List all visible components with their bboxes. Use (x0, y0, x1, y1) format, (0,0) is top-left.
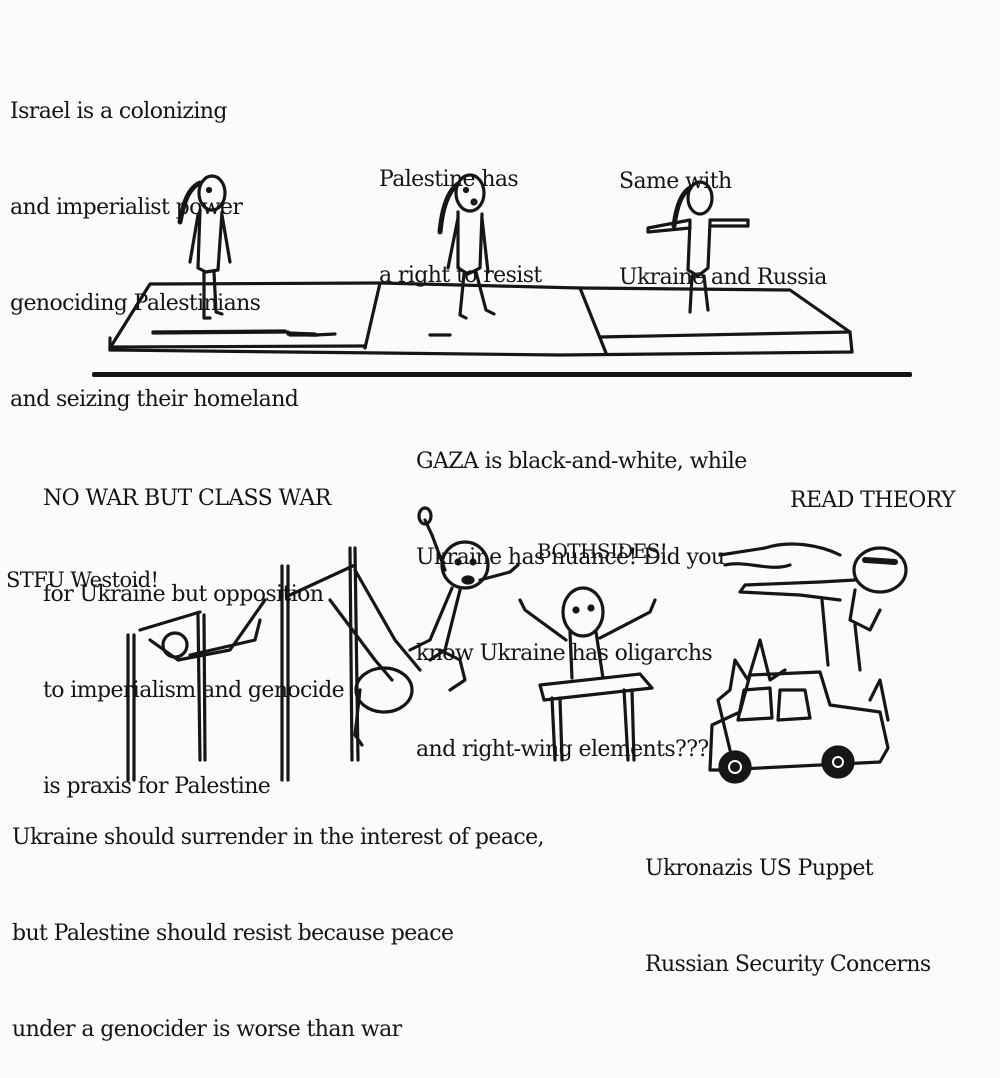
caption-car-labels: Ukronazis US Puppet Russian Security Con… (645, 789, 931, 1013)
caption-class-war: NO WAR BUT CLASS WAR for Ukraine but opp… (43, 419, 345, 835)
caption-read-theory: READ THEORY (790, 488, 956, 513)
caption-line: but Palestine should resist because peac… (12, 921, 454, 946)
caption-israel-colonizing: Israel is a colonizing and imperialist p… (10, 32, 299, 448)
caption-gaza-nuance: GAZA is black-and-white, while Ukraine h… (416, 382, 747, 798)
caption-line: under a genocider is worse than war (12, 1017, 402, 1042)
caption-line: a right to resist (379, 263, 542, 288)
caption-line: and imperialist power (10, 195, 243, 220)
flailing-stick-figure (408, 506, 520, 692)
caption-line: Palestine has (379, 167, 519, 192)
caption-stfu-westoid: STFU Westoid! (6, 568, 159, 592)
caption-line: Same with (619, 169, 732, 194)
gymnast-figure-3 (646, 180, 750, 314)
burning-car-scene (708, 542, 908, 784)
bothsides-stick-figure (518, 586, 657, 762)
caption-palestine-resist: Palestine has a right to resist (379, 100, 542, 324)
caption-line: is praxis for Palestine (43, 774, 271, 799)
caption-bothsides: BOTHSIDES! (537, 539, 668, 563)
gymnast-figure-2 (437, 173, 496, 320)
caption-line: Ukraine has nuancė! Did you (416, 545, 725, 570)
caption-line: for Ukraine but opposition (43, 582, 324, 607)
caption-line: GAZA is black-and-white, while (416, 449, 747, 474)
caption-ukraine-russia: Same with Ukraine and Russia (619, 102, 827, 326)
caption-line: Israel is a colonizing (10, 99, 227, 124)
high-bar-rig (126, 546, 422, 782)
caption-line: and right-wing elements??? (416, 737, 709, 762)
caption-line: Ukronazis US Puppet (645, 856, 874, 881)
comic-artwork (108, 173, 908, 784)
gym-mat (108, 281, 854, 357)
caption-surrender-peace: Ukraine should surrender in the interest… (12, 758, 544, 1078)
caption-line: and seizing their homeland (10, 387, 299, 412)
caption-line: Russian Security Concerns (645, 952, 931, 977)
caption-line: NO WAR BUT CLASS WAR (43, 486, 331, 511)
caption-line: genociding Palestinians (10, 291, 261, 316)
gymnast-figure-1 (177, 174, 232, 320)
caption-line: to imperialism and genocide (43, 678, 345, 703)
panel-divider (92, 372, 912, 377)
caption-line: Ukraine and Russia (619, 265, 827, 290)
caption-line: Ukraine should surrender in the interest… (12, 825, 544, 850)
caption-line: know Ukraine has oligarchs (416, 641, 713, 666)
